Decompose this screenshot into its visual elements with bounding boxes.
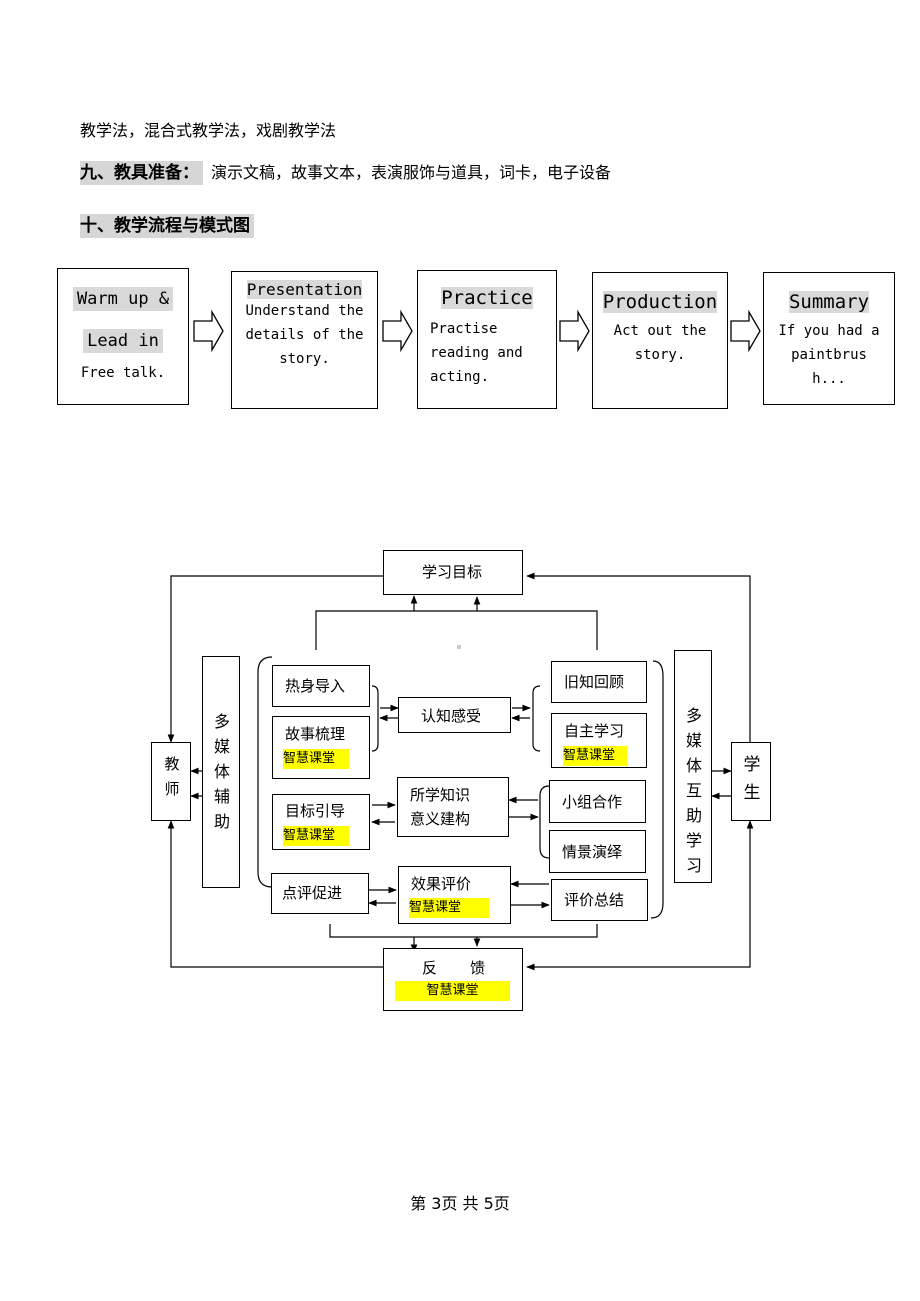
group-work-label: 小组合作	[562, 793, 623, 811]
flow-box-practice: Practice Practise reading and acting.	[417, 270, 557, 409]
story-label: 故事梳理	[285, 725, 346, 743]
flow-title-line2: Lead in	[83, 329, 163, 353]
scene-box: 情景演绎	[549, 830, 646, 873]
feedback-label-b: 馈	[470, 959, 486, 977]
flow-box-production: Production Act out the story.	[592, 272, 728, 409]
flow-title: Summary	[788, 291, 870, 313]
flow-desc: Free talk.	[80, 365, 166, 381]
target-guide-label: 目标引导	[285, 802, 346, 820]
knowledge-box: 所学知识 意义建构	[397, 777, 509, 837]
flow-title: Warm up &	[72, 287, 174, 311]
smart-classroom-tag: 智慧课堂	[409, 898, 490, 918]
warmup-label: 热身导入	[285, 677, 346, 695]
block-arrow-icon	[382, 309, 413, 353]
smart-classroom-tag: 智慧课堂	[283, 826, 350, 846]
section-9: 九、教具准备： 演示文稿，故事文本，表演服饰与道具，词卡，电子设备	[80, 158, 612, 185]
flow-box-summary: Summary If you had a paintbrush...	[763, 272, 895, 405]
goal-label: 学习目标	[422, 563, 483, 581]
review-label: 旧知回顾	[564, 673, 625, 691]
cognition-box: 认知感受	[398, 697, 511, 733]
effect-label: 效果评价	[411, 875, 472, 893]
block-arrow-icon	[559, 309, 590, 353]
flow-title: Presentation	[246, 280, 363, 299]
student-box: 学生	[731, 742, 771, 821]
section-10-heading: 十、教学流程与模式图	[80, 214, 254, 238]
teacher-label: 教师	[164, 755, 180, 798]
summary-label: 评价总结	[564, 891, 625, 909]
page-footer: 第 3页 共 5页	[410, 1194, 510, 1213]
feedback-label-a: 反	[422, 959, 438, 977]
section-9-text: 演示文稿，故事文本，表演服饰与道具，词卡，电子设备	[211, 163, 612, 182]
flow-desc: Act out the story.	[613, 323, 707, 363]
block-arrow-icon	[193, 309, 224, 353]
comment-label: 点评促进	[282, 884, 343, 902]
self-study-box: 自主学习 智慧课堂	[551, 713, 647, 768]
smart-classroom-tag: 智慧课堂	[395, 981, 510, 1001]
cognition-label: 认知感受	[421, 707, 482, 725]
warmup-box: 热身导入	[272, 665, 370, 707]
self-study-label: 自主学习	[564, 722, 625, 740]
smart-classroom-tag: 智慧课堂	[563, 746, 628, 766]
effect-box: 效果评价 智慧课堂	[398, 866, 511, 924]
multimedia-aid-box: 多媒体辅助	[202, 656, 240, 888]
teaching-methods-line: 教学法，混合式教学法，戏剧教学法	[80, 121, 337, 140]
flow-desc: Practise reading and acting.	[430, 321, 523, 385]
section-10: 十、教学流程与模式图	[80, 211, 254, 238]
goal-box: 学习目标	[383, 550, 523, 595]
scene-label: 情景演绎	[562, 843, 623, 861]
multimedia-aid-label: 多媒体辅助	[213, 712, 230, 831]
review-box: 旧知回顾	[551, 661, 647, 703]
block-arrow-icon	[730, 309, 761, 353]
group-work-box: 小组合作	[549, 780, 646, 823]
target-guide-box: 目标引导 智慧课堂	[272, 794, 370, 850]
smart-classroom-tag: 智慧课堂	[283, 749, 350, 769]
teacher-box: 教师	[151, 742, 191, 821]
knowledge-label-2: 意义建构	[410, 810, 471, 828]
student-label: 学生	[743, 755, 761, 803]
summary-box: 评价总结	[551, 879, 648, 921]
comment-box: 点评促进	[271, 873, 369, 914]
multimedia-mutual-label: 多媒体互助学习	[685, 706, 702, 875]
flow-box-warmup: Warm up & Lead in Free talk.	[57, 268, 189, 405]
multimedia-mutual-box: 多媒体互助学习	[674, 650, 712, 883]
flow-title: Practice	[441, 287, 533, 309]
flow-desc: If you had a paintbrush...	[778, 323, 880, 387]
flow-desc: Understand the details of the story.	[245, 303, 364, 367]
feedback-box: 反 馈 智慧课堂	[383, 948, 523, 1011]
flow-box-presentation: Presentation Understand the details of t…	[231, 271, 378, 409]
story-box: 故事梳理 智慧课堂	[272, 716, 370, 779]
section-9-heading: 九、教具准备：	[80, 161, 203, 185]
knowledge-label: 所学知识	[410, 786, 471, 804]
flow-title: Production	[602, 291, 718, 313]
